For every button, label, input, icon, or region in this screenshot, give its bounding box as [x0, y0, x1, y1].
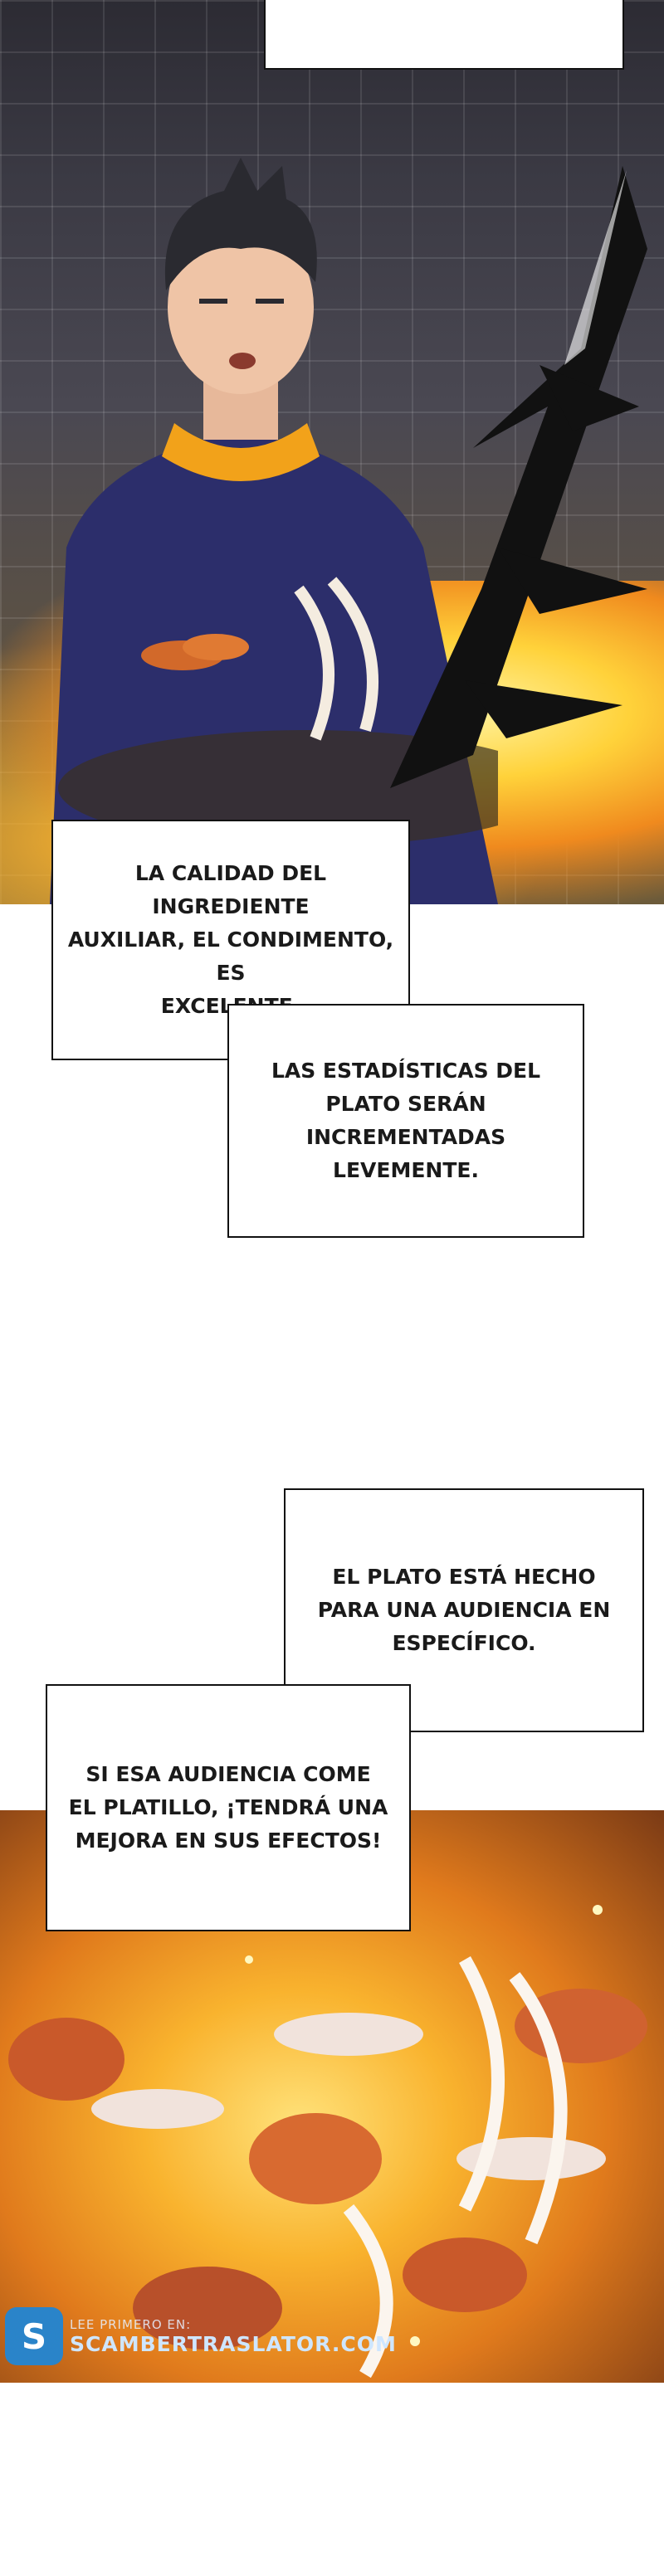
caption-box-4: SI ESA AUDIENCIA COME EL PLATILLO, ¡TEND…: [46, 1684, 411, 1931]
caption-text-4: SI ESA AUDIENCIA COME EL PLATILLO, ¡TEND…: [69, 1758, 388, 1858]
caption-line: LAS ESTADÍSTICAS DEL: [271, 1059, 541, 1083]
caption-line: AUXILIAR, EL CONDIMENTO, ES: [67, 928, 394, 985]
caption-box-3: EL PLATO ESTÁ HECHO PARA UNA AUDIENCIA E…: [284, 1488, 644, 1732]
chef-cooking-icon: [50, 158, 498, 904]
caption-box-2: LAS ESTADÍSTICAS DEL PLATO SERÁN INCREME…: [227, 1004, 584, 1238]
caption-text-1: LA CALIDAD DEL INGREDIENTE AUXILIAR, EL …: [53, 857, 408, 1023]
speech-bubble: [264, 0, 624, 70]
sound-effect-icon: [390, 166, 647, 788]
watermark-line-2[interactable]: SCAMBERTRASLATOR.COM: [70, 2331, 397, 2356]
caption-text-3: EL PLATO ESTÁ HECHO PARA UNA AUDIENCIA E…: [318, 1561, 611, 1660]
top-panel: [0, 0, 664, 904]
watermark[interactable]: S LEE PRIMERO EN: SCAMBERTRASLATOR.COM: [5, 2301, 397, 2371]
watermark-text: LEE PRIMERO EN: SCAMBERTRASLATOR.COM: [70, 2317, 397, 2356]
caption-line: LA CALIDAD DEL INGREDIENTE: [134, 861, 327, 918]
caption-text-2: LAS ESTADÍSTICAS DEL PLATO SERÁN INCREME…: [229, 1054, 583, 1187]
caption-line: PLATO SERÁN INCREMENTADAS: [305, 1092, 506, 1149]
caption-line: MEJORA EN SUS EFECTOS!: [75, 1829, 382, 1853]
caption-line: EL PLATO ESTÁ HECHO: [332, 1565, 596, 1589]
flying-ingredients-icon: [8, 1905, 647, 2379]
caption-line: LEVEMENTE.: [333, 1158, 479, 1182]
watermark-logo-icon: S: [5, 2307, 63, 2365]
caption-line: ESPECÍFICO.: [392, 1631, 536, 1655]
caption-line: EL PLATILLO, ¡TENDRÁ UNA: [68, 1795, 388, 1819]
caption-line: PARA UNA AUDIENCIA EN: [317, 1598, 611, 1622]
watermark-line-1: LEE PRIMERO EN:: [70, 2316, 192, 2332]
caption-line: SI ESA AUDIENCIA COME: [85, 1762, 371, 1786]
